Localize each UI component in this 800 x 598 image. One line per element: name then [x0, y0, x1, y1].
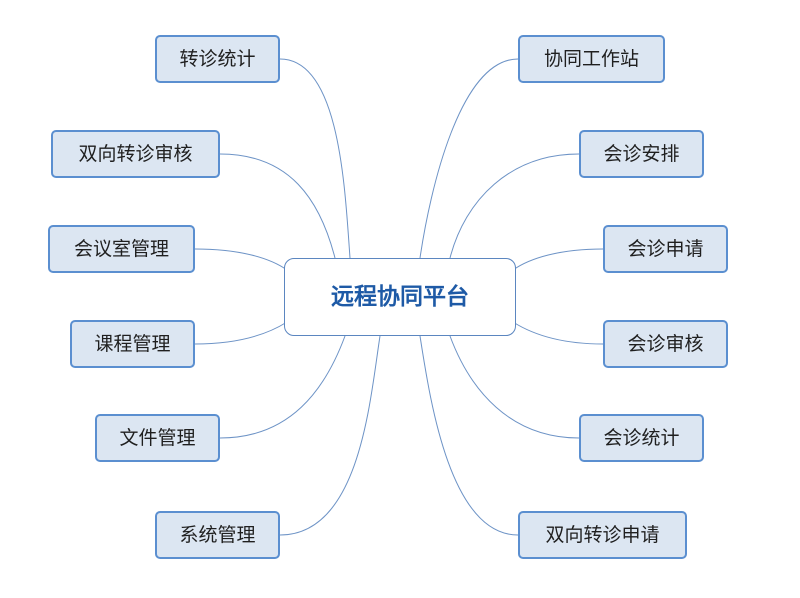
node-two-way-transfer-review: 双向转诊审核 — [51, 130, 220, 178]
node-consultation-scheduling: 会诊安排 — [579, 130, 704, 178]
connector-right-3 — [512, 248, 604, 271]
connector-left-1 — [279, 58, 351, 259]
connector-left-4 — [194, 321, 288, 345]
connector-left-2 — [219, 153, 336, 259]
center-node: 远程协同平台 — [284, 258, 516, 336]
connector-right-4 — [512, 321, 604, 345]
connector-right-6 — [419, 335, 519, 536]
connector-right-5 — [449, 335, 580, 439]
node-transfer-statistics: 转诊统计 — [155, 35, 280, 83]
connector-left-6 — [279, 335, 381, 536]
connector-left-5 — [219, 335, 346, 439]
connector-right-2 — [449, 153, 580, 259]
node-file-management: 文件管理 — [95, 414, 220, 462]
node-system-management: 系统管理 — [155, 511, 280, 559]
node-meeting-room-management: 会议室管理 — [48, 225, 195, 273]
node-consultation-request: 会诊申请 — [603, 225, 728, 273]
node-two-way-transfer-request: 双向转诊申请 — [518, 511, 687, 559]
connector-left-3 — [194, 248, 288, 271]
node-collaborative-workstation: 协同工作站 — [518, 35, 665, 83]
connector-right-1 — [419, 58, 519, 259]
node-consultation-statistics: 会诊统计 — [579, 414, 704, 462]
node-consultation-review: 会诊审核 — [603, 320, 728, 368]
node-course-management: 课程管理 — [70, 320, 195, 368]
